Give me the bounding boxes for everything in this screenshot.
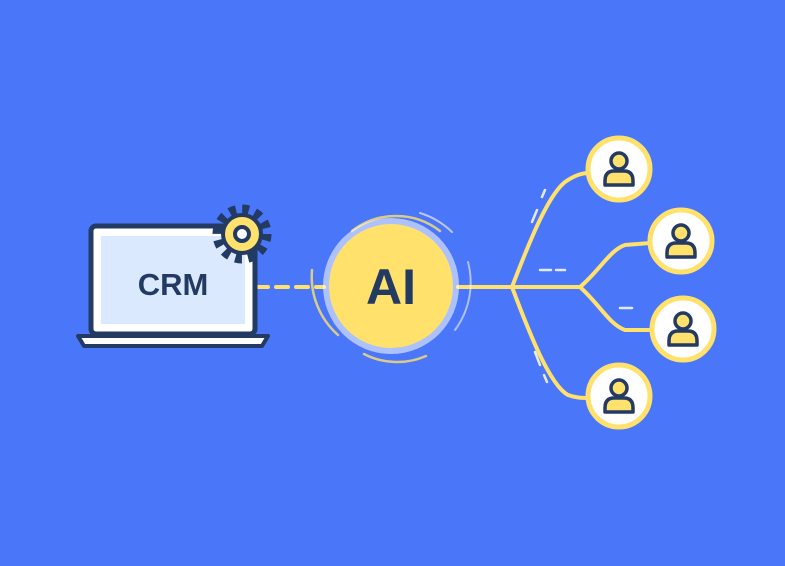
branch-user-2 <box>510 241 652 289</box>
glow-arc-left <box>310 268 340 337</box>
user-icon <box>665 223 697 259</box>
branch-user-4 <box>510 285 592 400</box>
user-node-1 <box>585 135 653 203</box>
branch-user-3 <box>578 285 652 332</box>
ai-hub: AI <box>310 212 472 364</box>
user-icon <box>667 311 699 347</box>
glow-arc-bottom <box>362 352 428 364</box>
laptop-icon: CRM <box>76 223 270 348</box>
ai-circle <box>329 224 453 348</box>
ai-label: AI <box>366 259 416 315</box>
gear-icon <box>212 204 272 264</box>
user-node-3 <box>649 295 717 363</box>
user-icon <box>603 151 635 187</box>
connectors <box>254 171 652 400</box>
glow-arc-right <box>454 261 472 331</box>
crm-label: CRM <box>138 267 209 302</box>
user-node-4 <box>585 362 653 430</box>
sparkles <box>530 188 634 384</box>
glow-arc-top-outer <box>419 212 453 233</box>
branch-user-1 <box>510 171 592 289</box>
user-node-2 <box>647 207 715 275</box>
laptop-display <box>101 236 245 324</box>
user-icon <box>603 378 635 414</box>
laptop-base <box>76 334 270 348</box>
